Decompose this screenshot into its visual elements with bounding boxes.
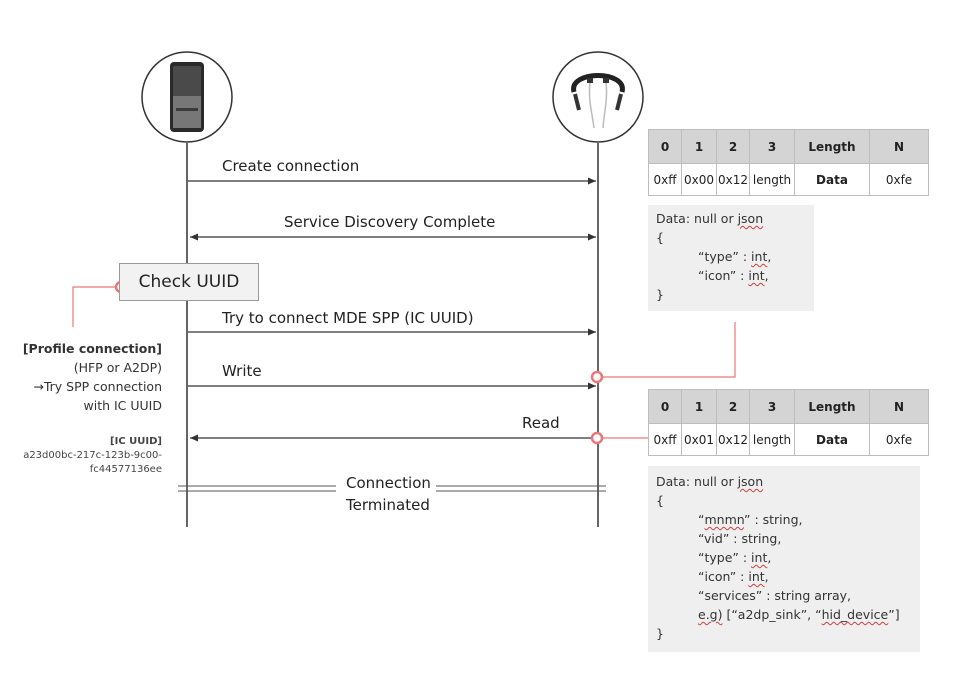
ic-uuid-title: [IC UUID] [110, 436, 162, 447]
read-packet-header-row: 0 1 2 3 Length N [648, 389, 929, 424]
write-packet-table: 0 1 2 3 Length N 0xff 0x00 0x12 length D… [648, 129, 929, 196]
open-brace: { [656, 230, 664, 245]
icon-comma: , [764, 569, 769, 584]
write-data-box: Data: null or json { “type” : int, “icon… [648, 205, 814, 311]
neckband-headset-icon [552, 51, 644, 143]
example-end: ”] [888, 607, 900, 622]
example-first: [“a2dp_sink”, “ [722, 607, 822, 622]
table-cell: 0x00 [681, 163, 717, 196]
profile-note-line3: with IC UUID [83, 398, 163, 413]
service-discovery-label: Service Discovery Complete [284, 213, 496, 231]
icon-comma: , [764, 268, 769, 283]
example-second: hid_device [821, 607, 889, 622]
table-header-cell: N [869, 389, 929, 424]
type-key: “type” : [698, 550, 752, 565]
table-header-cell: Length [794, 129, 870, 164]
type-value: int [751, 249, 768, 264]
table-header-cell: 0 [648, 389, 682, 424]
table-header-cell: 2 [716, 129, 750, 164]
table-cell: 0x12 [716, 423, 750, 456]
table-cell: 0xfe [869, 163, 929, 196]
connection-terminated-lines [178, 485, 606, 492]
check-uuid-box: Check UUID [119, 263, 259, 301]
table-cell: length [749, 423, 795, 456]
close-brace: } [656, 287, 664, 302]
example-prefix: e.g) [698, 607, 723, 622]
table-header-cell: 1 [681, 389, 717, 424]
try-connect-label: Try to connect MDE SPP (IC UUID) [222, 309, 474, 327]
data-label: Data: null or [656, 474, 738, 489]
mnmn-type: ” : string, [744, 512, 803, 527]
icon-value: int [748, 268, 765, 283]
icon-key: “icon” : [698, 268, 749, 283]
profile-note-line2: →Try SPP connection [33, 379, 162, 394]
table-cell: 0xfe [869, 423, 929, 456]
table-cell: 0x12 [716, 163, 750, 196]
profile-connection-note: [Profile connection] (HFP or A2DP) →Try … [23, 339, 162, 415]
table-cell: Data [794, 423, 870, 456]
type-key: “type” : [698, 249, 752, 264]
table-header-cell: 3 [749, 129, 795, 164]
table-header-cell: N [869, 129, 929, 164]
write-packet-value-row: 0xff 0x00 0x12 length Data 0xfe [648, 163, 929, 196]
table-header-cell: 3 [749, 389, 795, 424]
icon-value: int [748, 569, 765, 584]
write-connector [598, 322, 736, 378]
services-line: “services” : string array, [698, 588, 852, 603]
table-cell: Data [794, 163, 870, 196]
table-cell: 0xff [648, 423, 682, 456]
read-marker [590, 431, 604, 445]
ic-uuid-value-line2: fc44577136ee [89, 464, 162, 475]
ic-uuid-value-line1: a23d00bc-217c-123b-9c00- [23, 450, 162, 461]
create-connection-label: Create connection [222, 157, 360, 175]
read-packet-value-row: 0xff 0x01 0x12 length Data 0xfe [648, 423, 929, 456]
data-format: json [737, 474, 764, 489]
write-marker [590, 370, 604, 384]
write-packet-header-row: 0 1 2 3 Length N [648, 129, 929, 164]
type-comma: , [767, 249, 772, 264]
mnmn-quote: “ [698, 512, 705, 527]
table-cell: length [749, 163, 795, 196]
ic-uuid-note: [IC UUID] a23d00bc-217c-123b-9c00- fc445… [23, 435, 162, 477]
mnmn-key: mnmn [704, 512, 744, 527]
data-label: Data: null or [656, 211, 738, 226]
terminated-label-line1: Connection [346, 474, 431, 492]
profile-note-title: [Profile connection] [22, 341, 162, 356]
smartphone-icon [141, 51, 233, 143]
table-header-cell: Length [794, 389, 870, 424]
close-brace: } [656, 626, 664, 641]
table-header-cell: 0 [648, 129, 682, 164]
data-format: json [737, 211, 764, 226]
read-label: Read [522, 414, 560, 432]
type-value: int [751, 550, 768, 565]
read-packet-table: 0 1 2 3 Length N 0xff 0x01 0x12 length D… [648, 389, 929, 456]
table-header-cell: 1 [681, 129, 717, 164]
icon-key: “icon” : [698, 569, 749, 584]
type-comma: , [767, 550, 772, 565]
read-data-box: Data: null or json { “mnmn” : string, “v… [648, 466, 920, 652]
terminated-label-line2: Terminated [346, 496, 430, 514]
table-cell: 0x01 [681, 423, 717, 456]
vid-line: “vid” : string, [698, 531, 782, 546]
open-brace: { [656, 493, 664, 508]
write-label: Write [222, 362, 262, 380]
table-header-cell: 2 [716, 389, 750, 424]
table-cell: 0xff [648, 163, 682, 196]
check-uuid-connector [72, 286, 119, 327]
profile-note-line1: (HFP or A2DP) [73, 360, 162, 375]
